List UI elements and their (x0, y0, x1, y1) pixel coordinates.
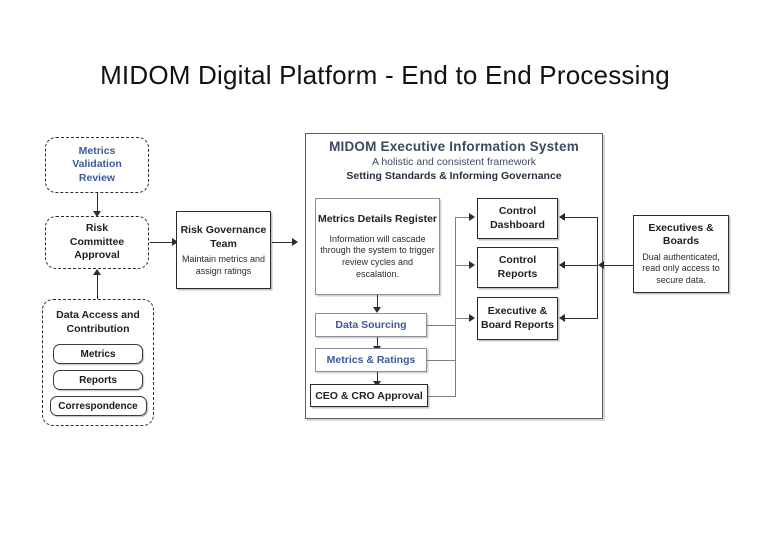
executive-access-bus (597, 217, 598, 319)
connector-executives-to-access-bus (604, 265, 633, 266)
pipeline-box-data-sourcing[interactable]: Data Sourcing (315, 313, 427, 337)
pipeline-box-ceo-cro-approval[interactable]: CEO & CRO Approval (310, 384, 428, 407)
connector-bus-to-control-reports (455, 265, 471, 266)
mdr-body: Information will cascade through the sys… (320, 233, 435, 279)
data-access-and-contribution-box[interactable]: Data Access and Contribution Metrics Rep… (42, 299, 154, 426)
pipeline-label-metrics-ratings: Metrics & Ratings (326, 354, 416, 366)
output-distribution-bus (455, 217, 456, 397)
arrowhead-rgt-to-midom (292, 238, 298, 246)
connector-mr-to-ceo (377, 372, 378, 382)
arrowhead-mvr-to-rca (93, 211, 101, 217)
connector-ds-to-mr (377, 337, 378, 347)
risk-committee-approval-box[interactable]: Risk Committee Approval (45, 216, 149, 269)
mvr-line-3: Review (78, 171, 116, 184)
connector-bus-to-control-dashboard (455, 217, 471, 218)
connector-access-to-control-dashboard (565, 217, 597, 218)
pipeline-label-ceo-cro-approval: CEO & CRO Approval (315, 389, 423, 402)
data-access-item-correspondence-label: Correspondence (58, 400, 138, 412)
arrowhead-access-to-control-reports (559, 261, 565, 269)
mvr-line-2: Validation (72, 158, 122, 171)
metrics-details-register-box[interactable]: Metrics Details Register Information wil… (315, 198, 440, 295)
data-access-item-reports[interactable]: Reports (53, 370, 143, 391)
output-box-control-dashboard[interactable]: Control Dashboard (477, 198, 558, 239)
arrowhead-access-to-executive-board-reports (559, 314, 565, 322)
data-access-item-correspondence[interactable]: Correspondence (49, 396, 147, 417)
data-access-item-metrics-label: Metrics (80, 348, 116, 360)
output-control-dashboard-line-2: Dashboard (490, 218, 545, 231)
executives-line-1: Executives & (648, 221, 714, 234)
bus-stub-metrics-ratings (427, 360, 456, 361)
executives-and-boards-box[interactable]: Executives & Boards Dual authenticated, … (633, 215, 729, 293)
connector-mvr-to-rca (97, 193, 98, 212)
connector-rgt-to-midom (272, 242, 294, 243)
rca-line-2: Committee (69, 235, 125, 248)
bus-stub-ceo-cro (428, 396, 456, 397)
pipeline-box-metrics-ratings[interactable]: Metrics & Ratings (315, 348, 427, 372)
page-title: MIDOM Digital Platform - End to End Proc… (100, 60, 670, 90)
output-control-dashboard-line-1: Control (498, 204, 537, 217)
rgt-subtitle: Maintain metrics and assign ratings (181, 254, 266, 276)
connector-bus-to-executive-board-reports (455, 318, 471, 319)
data-access-item-metrics[interactable]: Metrics (53, 344, 143, 365)
connector-access-to-executive-board-reports (565, 318, 597, 319)
mvr-line-1: Metrics (78, 144, 116, 157)
output-box-control-reports[interactable]: Control Reports (477, 247, 558, 288)
midom-heading: MIDOM Executive Information System (329, 139, 579, 154)
arrowhead-bus-to-control-dashboard (469, 213, 475, 221)
connector-data-access-to-rca (97, 275, 98, 299)
output-control-reports-line-1: Control (498, 253, 537, 266)
arrowhead-rca-to-rgt (172, 238, 178, 246)
connector-access-to-control-reports (565, 265, 597, 266)
pipeline-label-data-sourcing: Data Sourcing (335, 319, 407, 331)
output-box-executive-board-reports[interactable]: Executive & Board Reports (477, 297, 558, 340)
executives-subtitle: Dual authenticated, read only access to … (642, 251, 720, 285)
rca-line-3: Approval (74, 249, 120, 262)
output-executive-board-reports-line-1: Executive & (487, 304, 548, 317)
data-access-item-reports-label: Reports (79, 374, 117, 386)
metrics-validation-review-box[interactable]: Metrics Validation Review (45, 137, 149, 193)
arrowhead-bus-to-executive-board-reports (469, 314, 475, 322)
arrowhead-access-to-control-dashboard (559, 213, 565, 221)
executives-line-2: Boards (662, 235, 700, 248)
midom-subheading-2: Setting Standards & Informing Governance (346, 170, 562, 182)
output-executive-board-reports-line-2: Board Reports (481, 318, 554, 331)
connector-mdr-to-data-sourcing (377, 295, 378, 308)
arrowhead-data-access-to-rca (93, 269, 101, 275)
rca-line-1: Risk (85, 222, 109, 235)
risk-governance-team-box[interactable]: Risk Governance Team Maintain metrics an… (176, 211, 271, 289)
rgt-title: Risk Governance Team (180, 223, 267, 250)
output-control-reports-line-2: Reports (497, 267, 538, 280)
arrowhead-bus-to-control-reports (469, 261, 475, 269)
midom-subheading-1: A holistic and consistent framework (372, 156, 536, 168)
connector-rca-to-rgt (150, 242, 174, 243)
bus-stub-data-sourcing (427, 325, 456, 326)
arrowhead-executives-to-access-bus (598, 261, 604, 269)
data-access-heading: Data Access and Contribution (56, 309, 140, 335)
midom-header: MIDOM Executive Information System A hol… (305, 139, 603, 182)
mdr-title: Metrics Details Register (317, 212, 438, 225)
arrowhead-mdr-to-data-sourcing (373, 307, 381, 313)
